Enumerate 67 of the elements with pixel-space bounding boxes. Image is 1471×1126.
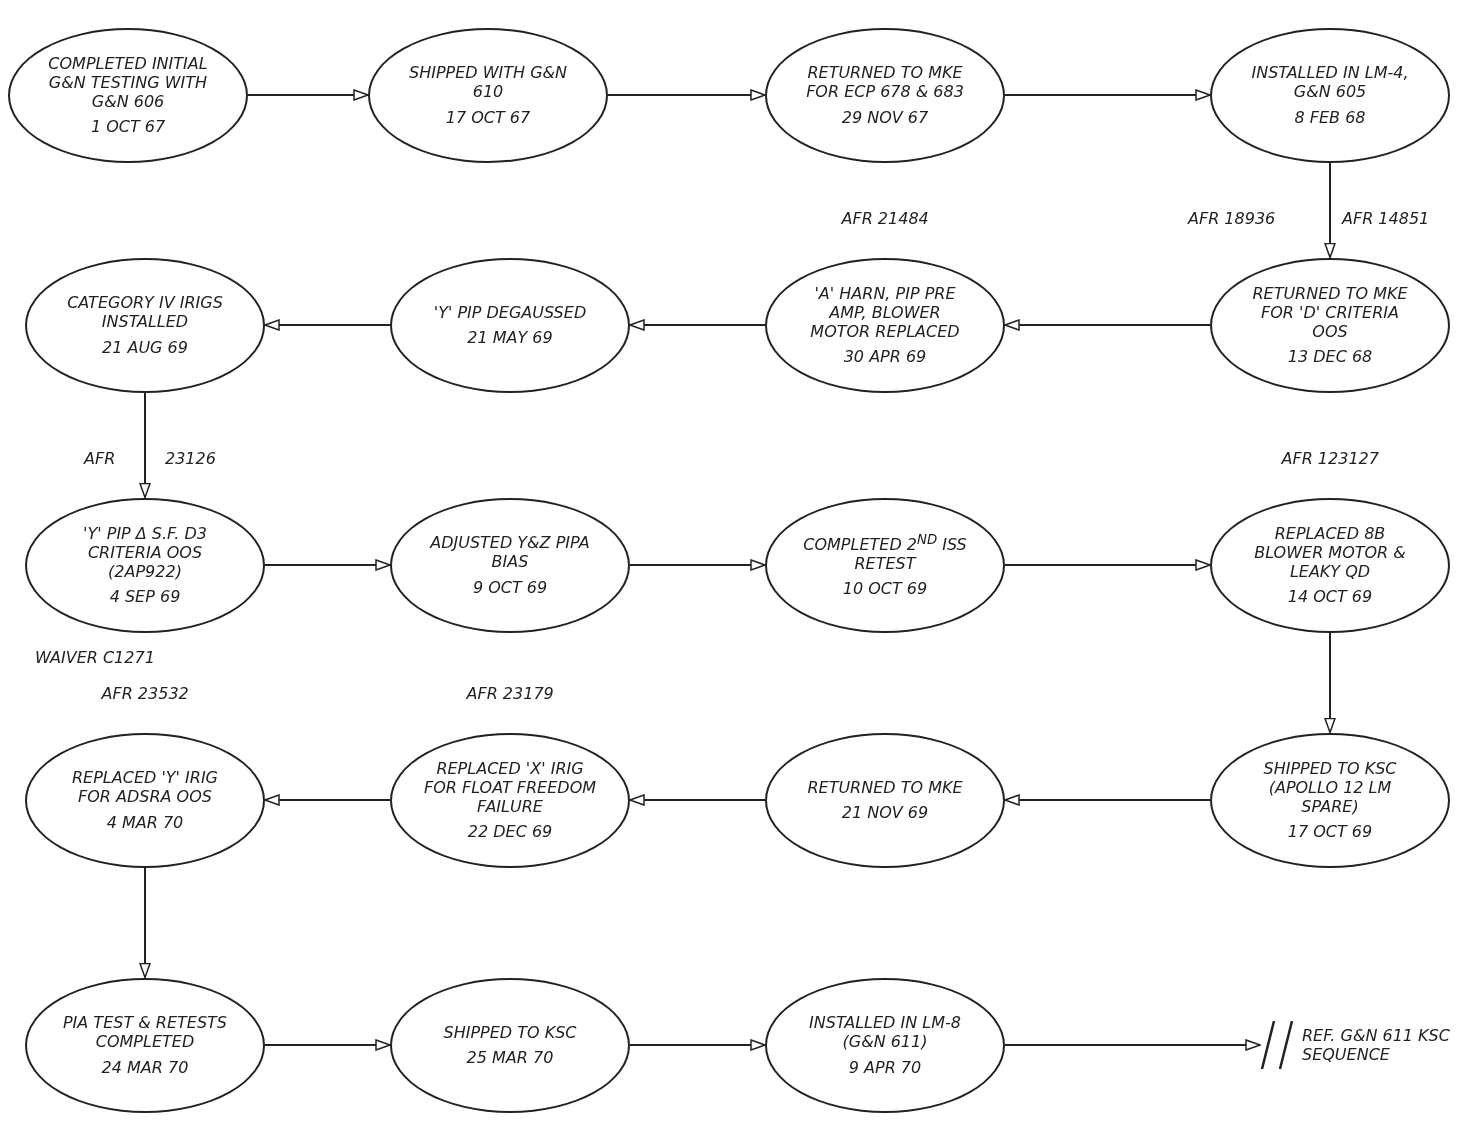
arrow	[1004, 794, 1211, 806]
step-description: CATEGORY IV IRIGS INSTALLED	[66, 293, 224, 332]
report-label: AFR 23532	[101, 683, 189, 703]
step-date: 14 OCT 69	[1287, 587, 1373, 607]
arrow	[264, 1039, 391, 1051]
arrow	[629, 559, 766, 571]
step-description: REPLACED 'Y' IRIG FOR ADSRA OOS	[71, 768, 219, 807]
step-date: 10 OCT 69	[842, 579, 928, 599]
step-description: PIA TEST & RETESTS COMPLETED	[61, 1013, 229, 1052]
arrow	[1004, 319, 1211, 331]
arrow	[629, 319, 766, 331]
report-label: AFR	[84, 448, 116, 468]
arrow	[629, 794, 766, 806]
step-description: RETURNED TO MKE FOR ECP 678 & 683	[805, 63, 965, 102]
arrow	[1324, 631, 1336, 734]
arrow	[1004, 89, 1211, 101]
step-date: 22 DEC 69	[467, 822, 553, 842]
step-date: 17 OCT 67	[445, 107, 531, 127]
arrow	[1324, 161, 1336, 259]
step-description: SHIPPED TO KSC (APOLLO 12 LM SPARE)	[1262, 758, 1398, 817]
step-description: 'Y' PIP DEGAUSSED	[433, 302, 587, 322]
arrow	[1004, 1039, 1261, 1051]
step-date: 13 DEC 68	[1287, 347, 1373, 367]
step-date: 24 MAR 70	[101, 1057, 189, 1077]
step-date: 25 MAR 70	[466, 1048, 554, 1068]
step-description: SHIPPED WITH G&N 610	[408, 63, 568, 102]
step-description: ADJUSTED Y&Z PIPA BIAS	[428, 533, 591, 572]
step-date: 9 APR 70	[848, 1057, 922, 1077]
report-label: AFR 123127	[1281, 448, 1379, 468]
step-description: 'Y' PIP Δ S.F. D3 CRITERIA OOS (2AP922)	[82, 523, 208, 582]
report-label: WAIVER C1271	[35, 647, 155, 667]
step-description: 'A' HARN, PIP PRE AMP, BLOWER MOTOR REPLACED	[809, 283, 961, 342]
step-description: SHIPPED TO KSC	[443, 1022, 577, 1042]
arrow	[629, 1039, 766, 1051]
arrow	[139, 866, 151, 979]
report-label: AFR 23179	[466, 683, 554, 703]
step-date: 4 MAR 70	[106, 812, 184, 832]
step-description: INSTALLED IN LM-4, G&N 605	[1250, 63, 1410, 102]
step-description: RETURNED TO MKE FOR 'D' CRITERIA OOS	[1251, 283, 1409, 342]
arrow	[264, 794, 391, 806]
reference-text: REF. G&N 611 KSC SEQUENCE	[1302, 1025, 1451, 1065]
step-date: 29 NOV 67	[841, 107, 929, 127]
step-date: 17 OCT 69	[1287, 822, 1373, 842]
step-date: 21 NOV 69	[841, 803, 929, 823]
step-date: 4 SEP 69	[109, 587, 181, 607]
step-description: REPLACED 8B BLOWER MOTOR & LEAKY QD	[1253, 523, 1407, 582]
arrow	[607, 89, 766, 101]
step-description: COMPLETED INITIAL G&N TESTING WITH G&N 606	[47, 53, 209, 112]
step-description: RETURNED TO MKE	[807, 777, 963, 797]
step-date: 1 OCT 67	[90, 117, 166, 137]
arrow	[247, 89, 369, 101]
report-label: AFR 14851	[1342, 208, 1430, 228]
step-description: REPLACED 'X' IRIG FOR FLOAT FREEDOM FAILURE	[422, 758, 598, 817]
step-date: 8 FEB 68	[1294, 107, 1366, 127]
step-description: COMPLETED 2$^{ND}$ ISS RETEST	[802, 531, 968, 574]
arrow	[264, 559, 391, 571]
arrow	[264, 319, 391, 331]
step-date: 9 OCT 69	[472, 577, 548, 597]
step-date: 21 AUG 69	[102, 337, 188, 357]
arrow	[1004, 559, 1211, 571]
arrow	[139, 391, 151, 499]
step-date: 21 MAY 69	[467, 328, 553, 348]
report-label: AFR 18936	[1188, 208, 1276, 228]
report-label: AFR 21484	[841, 208, 929, 228]
step-description: INSTALLED IN LM-8 (G&N 611)	[808, 1013, 962, 1052]
step-date: 30 APR 69	[843, 347, 927, 367]
report-label: 23126	[165, 448, 216, 468]
